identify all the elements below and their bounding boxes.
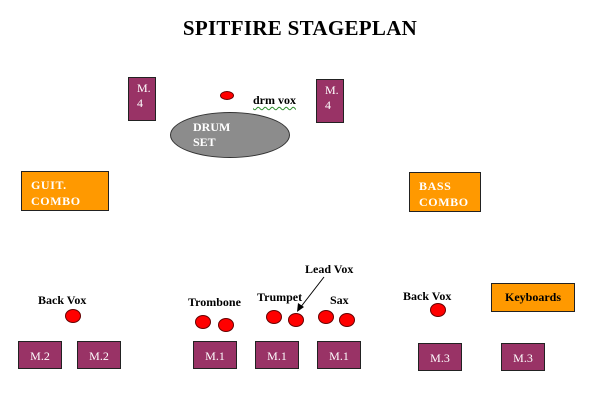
monitor-m2-a: M.2 bbox=[18, 341, 62, 369]
bass-combo-amp: BASS COMBO bbox=[409, 172, 481, 212]
bass-combo-line2: COMBO bbox=[419, 195, 469, 209]
monitor-m1-c: M.1 bbox=[317, 341, 361, 369]
monitor-m1-b: M.1 bbox=[255, 341, 299, 369]
guitar-combo-line2: COMBO bbox=[31, 194, 81, 208]
back-vox-right-label: Back Vox bbox=[403, 289, 452, 303]
drum-vox-label-text: drm vox bbox=[253, 93, 296, 107]
trombone-mic-1 bbox=[195, 315, 211, 329]
back-vox-left-mic bbox=[65, 309, 81, 323]
trumpet-mic bbox=[266, 310, 282, 324]
drum-vox-label: drm vox bbox=[253, 93, 296, 108]
trumpet-label: Trumpet bbox=[257, 290, 303, 304]
guitar-combo-amp: GUIT. COMBO bbox=[21, 171, 109, 211]
monitor-m4-right: M. 4 bbox=[316, 79, 344, 123]
drum-set-label-line2: SET bbox=[193, 135, 216, 149]
drum-set bbox=[170, 112, 290, 158]
back-vox-left-label: Back Vox bbox=[38, 293, 87, 307]
keyboards-amp: Keyboards bbox=[491, 283, 575, 312]
monitor-m3-b: M.3 bbox=[501, 343, 545, 371]
back-vox-right-mic bbox=[430, 303, 446, 317]
monitor-m4-left-line1: M. bbox=[137, 81, 151, 95]
monitor-m1-a: M.1 bbox=[193, 341, 237, 369]
drum-vox-mic bbox=[220, 91, 234, 100]
stageplan-title: SPITFIRE STAGEPLAN bbox=[182, 16, 418, 40]
monitor-m2-b: M.2 bbox=[77, 341, 121, 369]
monitor-m4-left: M. 4 bbox=[128, 77, 156, 121]
lead-vox-label: Lead Vox bbox=[305, 262, 354, 276]
monitor-m4-right-line1: M. bbox=[325, 83, 339, 97]
sax-mic-2 bbox=[339, 313, 355, 327]
guitar-combo-line1: GUIT. bbox=[31, 178, 67, 192]
sax-label: Sax bbox=[330, 293, 349, 307]
lead-vox-mic bbox=[288, 313, 304, 327]
trombone-mic-2 bbox=[218, 318, 234, 332]
bass-combo-line1: BASS bbox=[419, 179, 452, 193]
trombone-label: Trombone bbox=[188, 295, 241, 309]
monitor-m4-left-line2: 4 bbox=[137, 96, 143, 110]
drum-set-label-line1: DRUM bbox=[193, 120, 231, 134]
monitor-m4-right-line2: 4 bbox=[325, 98, 331, 112]
drum-set-label: DRUM SET bbox=[193, 120, 230, 150]
sax-mic-1 bbox=[318, 310, 334, 324]
monitor-m3-a: M.3 bbox=[418, 343, 462, 371]
